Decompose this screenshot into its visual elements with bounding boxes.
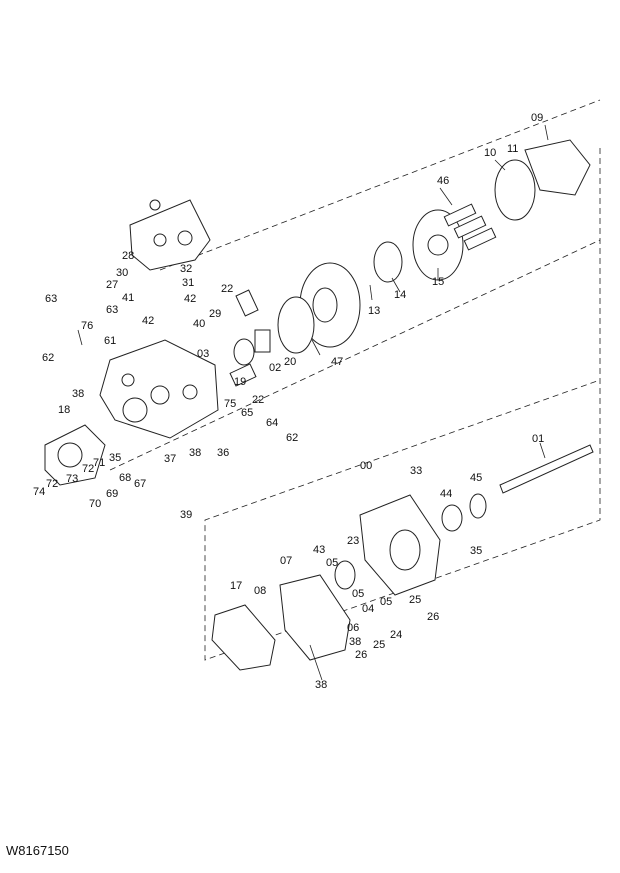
- callout-47: 47: [331, 356, 343, 368]
- callout-62-b: 62: [286, 432, 298, 444]
- callout-65: 65: [241, 407, 253, 419]
- drawing-code: W8167150: [6, 843, 69, 858]
- callout-36: 36: [217, 447, 229, 459]
- callout-20: 20: [284, 356, 296, 368]
- callout-19: 19: [234, 376, 246, 388]
- callout-62-a: 62: [42, 352, 54, 364]
- callout-11: 11: [507, 143, 518, 155]
- callout-labels: 09 10 11 46 22 28 30 32 27 31 41 42 63 6…: [33, 112, 544, 691]
- pump-housing: [99, 339, 219, 439]
- callout-75: 75: [224, 398, 236, 410]
- callout-35-a: 35: [109, 452, 121, 464]
- callout-76: 76: [81, 320, 93, 332]
- callout-23: 23: [347, 535, 359, 547]
- callout-17: 17: [230, 580, 242, 592]
- callout-74: 74: [33, 486, 45, 498]
- callout-13: 13: [368, 305, 380, 317]
- pistons: [443, 203, 497, 251]
- rotating-group: [229, 139, 591, 387]
- callout-28: 28: [122, 250, 134, 262]
- callout-39: 39: [180, 509, 192, 521]
- callout-38-b: 38: [189, 447, 201, 459]
- callout-38-d: 38: [315, 679, 327, 691]
- callout-09: 09: [531, 112, 543, 124]
- callout-03: 03: [197, 348, 209, 360]
- callout-42-b: 42: [142, 315, 154, 327]
- callout-07: 07: [280, 555, 292, 567]
- callout-26-a: 26: [427, 611, 439, 623]
- callout-68: 68: [119, 472, 131, 484]
- lower-housing: [211, 444, 594, 671]
- callout-05-b: 05: [352, 588, 364, 600]
- callout-38-c: 38: [349, 636, 361, 648]
- callout-37: 37: [164, 453, 176, 465]
- callout-43: 43: [313, 544, 325, 556]
- callout-41: 41: [122, 292, 134, 304]
- callout-44: 44: [440, 488, 452, 500]
- callout-63-a: 63: [45, 293, 57, 305]
- callout-72-a: 72: [82, 463, 94, 475]
- callout-72-b: 72: [46, 478, 58, 490]
- callout-15: 15: [432, 276, 444, 288]
- callout-69: 69: [106, 488, 118, 500]
- callout-14: 14: [394, 289, 406, 301]
- callout-33: 33: [410, 465, 422, 477]
- callout-30: 30: [116, 267, 128, 279]
- callout-26-b: 26: [355, 649, 367, 661]
- callout-45: 45: [470, 472, 482, 484]
- callout-06: 06: [347, 622, 359, 634]
- callout-24: 24: [390, 629, 402, 641]
- regulator-assembly: [129, 199, 211, 271]
- callout-22-lower: 22: [252, 394, 264, 406]
- callout-35-b: 35: [470, 545, 482, 557]
- callout-25-b: 25: [373, 639, 385, 651]
- charge-pump: [44, 424, 106, 486]
- callout-64: 64: [266, 417, 278, 429]
- callout-38-a: 38: [72, 388, 84, 400]
- callout-42-a: 42: [184, 293, 196, 305]
- callout-31: 31: [182, 277, 194, 289]
- callout-10: 10: [484, 147, 496, 159]
- assembly-outline: [109, 99, 601, 661]
- callout-02: 02: [269, 362, 281, 374]
- callout-27: 27: [106, 279, 118, 291]
- callout-01: 01: [532, 433, 544, 445]
- callout-05-c: 05: [380, 596, 392, 608]
- callout-18: 18: [58, 404, 70, 416]
- callout-71: 71: [93, 457, 105, 469]
- leader-lines: [77, 124, 549, 681]
- callout-22-upper: 22: [221, 283, 233, 295]
- callout-67: 67: [134, 478, 146, 490]
- callout-05-a: 05: [326, 557, 338, 569]
- callout-25-a: 25: [409, 594, 421, 606]
- callout-04: 04: [362, 603, 374, 615]
- callout-32: 32: [180, 263, 192, 275]
- callout-08: 08: [254, 585, 266, 597]
- callout-70: 70: [89, 498, 101, 510]
- callout-73: 73: [66, 473, 78, 485]
- callout-63-b: 63: [106, 304, 118, 316]
- callout-40: 40: [193, 318, 205, 330]
- callout-46: 46: [437, 175, 449, 187]
- callout-29: 29: [209, 308, 221, 320]
- callout-00: 00: [360, 460, 372, 472]
- callout-61: 61: [104, 335, 116, 347]
